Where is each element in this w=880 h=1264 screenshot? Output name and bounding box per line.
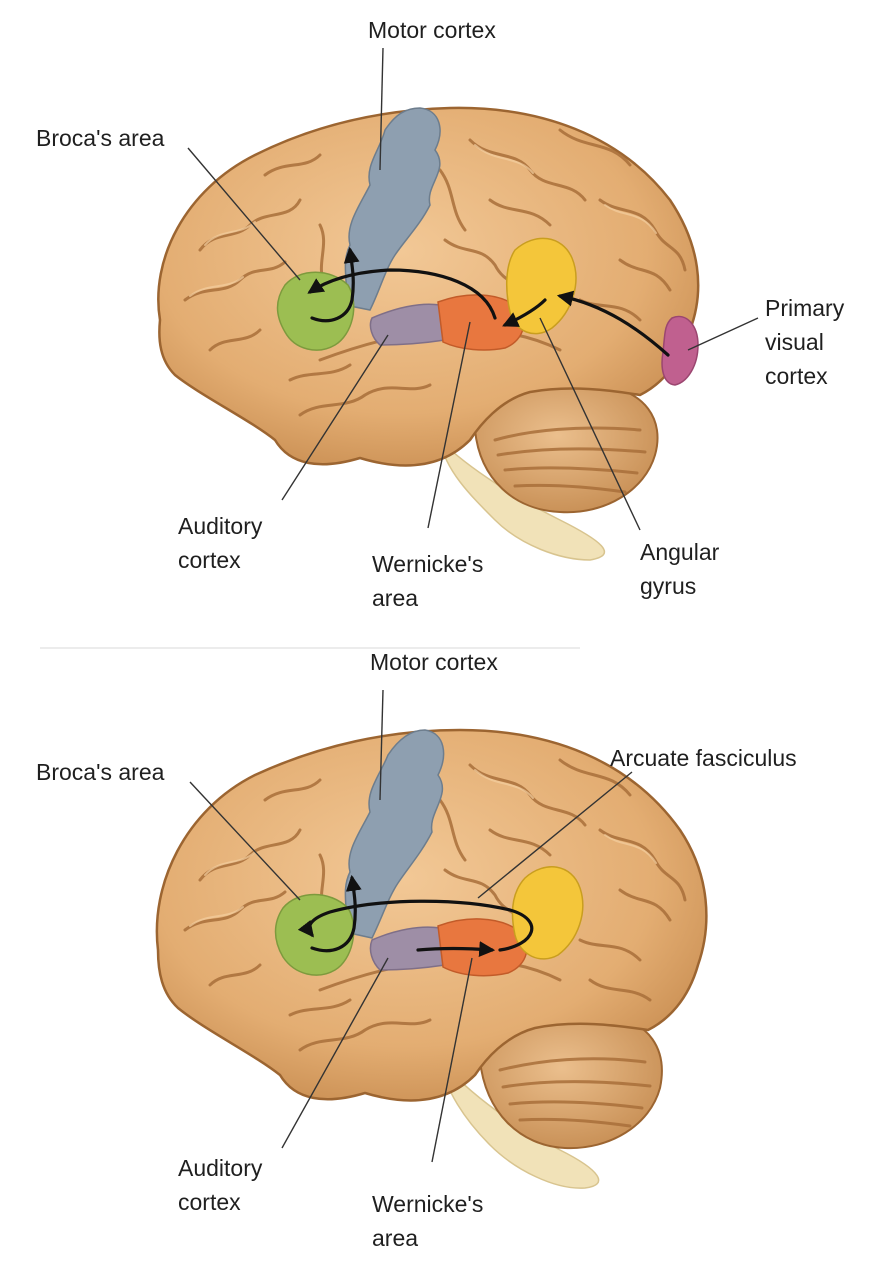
angular-gyrus-region-1 xyxy=(505,237,577,335)
leader-auditory-cortex-2 xyxy=(281,957,389,1149)
leader-arcuate-fasciculus xyxy=(477,771,633,899)
brocas-area-region-1 xyxy=(276,271,355,351)
label-primary-visual-cortex-1: Primary xyxy=(765,295,845,321)
label-auditory-cortex-1: Auditory xyxy=(178,513,263,539)
flow-arrow-broca-to-motor xyxy=(310,246,360,323)
label-auditory-cortex-2-line2: cortex xyxy=(178,1189,241,1215)
flow-arrow-visual-to-angular xyxy=(556,290,670,357)
label-brocas-area-2: Broca's area xyxy=(36,759,165,785)
panel-1-brain-diagram: Motor cortex Broca's area Primary visual… xyxy=(36,17,845,611)
flow-arrow-angular-to-wernicke xyxy=(502,298,547,327)
label-motor-cortex-2: Motor cortex xyxy=(370,649,498,675)
cerebrum-2 xyxy=(155,728,708,1102)
flow-arrow-broca-to-motor-2 xyxy=(310,874,362,953)
leader-brocas-area-1 xyxy=(187,147,301,281)
label-auditory-cortex-1-line2: cortex xyxy=(178,547,241,573)
label-brocas-area-1: Broca's area xyxy=(36,125,165,151)
leader-wernickes-area-2 xyxy=(431,957,473,1163)
auditory-cortex-region-2 xyxy=(369,926,446,971)
auditory-cortex-region-1 xyxy=(369,303,446,346)
label-primary-visual-cortex-1-line2: visual xyxy=(765,329,824,355)
leader-auditory-cortex-1 xyxy=(281,334,389,501)
panel-2-brain-diagram: Motor cortex Broca's area Arcuate fascic… xyxy=(36,649,797,1251)
label-wernickes-area-1-line2: area xyxy=(372,585,418,611)
leader-wernickes-area-1 xyxy=(427,321,471,529)
label-wernickes-area-2-line2: area xyxy=(372,1225,418,1251)
label-arcuate-fasciculus: Arcuate fasciculus xyxy=(610,745,797,771)
primary-visual-cortex-region-1 xyxy=(661,315,699,386)
label-angular-gyrus-1: Angular xyxy=(640,539,720,565)
label-wernickes-area-1: Wernicke's xyxy=(372,551,483,577)
brocas-area-region-2 xyxy=(274,893,355,976)
leader-primary-visual-cortex-1 xyxy=(687,317,759,351)
label-wernickes-area-2: Wernicke's xyxy=(372,1191,483,1217)
label-motor-cortex-1: Motor cortex xyxy=(368,17,496,43)
label-angular-gyrus-1-line2: gyrus xyxy=(640,573,696,599)
leader-angular-gyrus-1 xyxy=(539,317,641,531)
flow-arrow-wernicke-to-broca xyxy=(307,268,497,320)
leader-motor-cortex-1 xyxy=(379,47,384,171)
leader-motor-cortex-2 xyxy=(379,689,384,801)
flow-arrow-arcuate-fasciculus xyxy=(297,899,534,952)
cerebrum-1 xyxy=(157,106,700,467)
label-auditory-cortex-2: Auditory xyxy=(178,1155,263,1181)
label-primary-visual-cortex-1-line3: cortex xyxy=(765,363,828,389)
flow-arrow-auditory-to-wernicke xyxy=(416,941,496,958)
leader-brocas-area-2 xyxy=(189,781,301,901)
